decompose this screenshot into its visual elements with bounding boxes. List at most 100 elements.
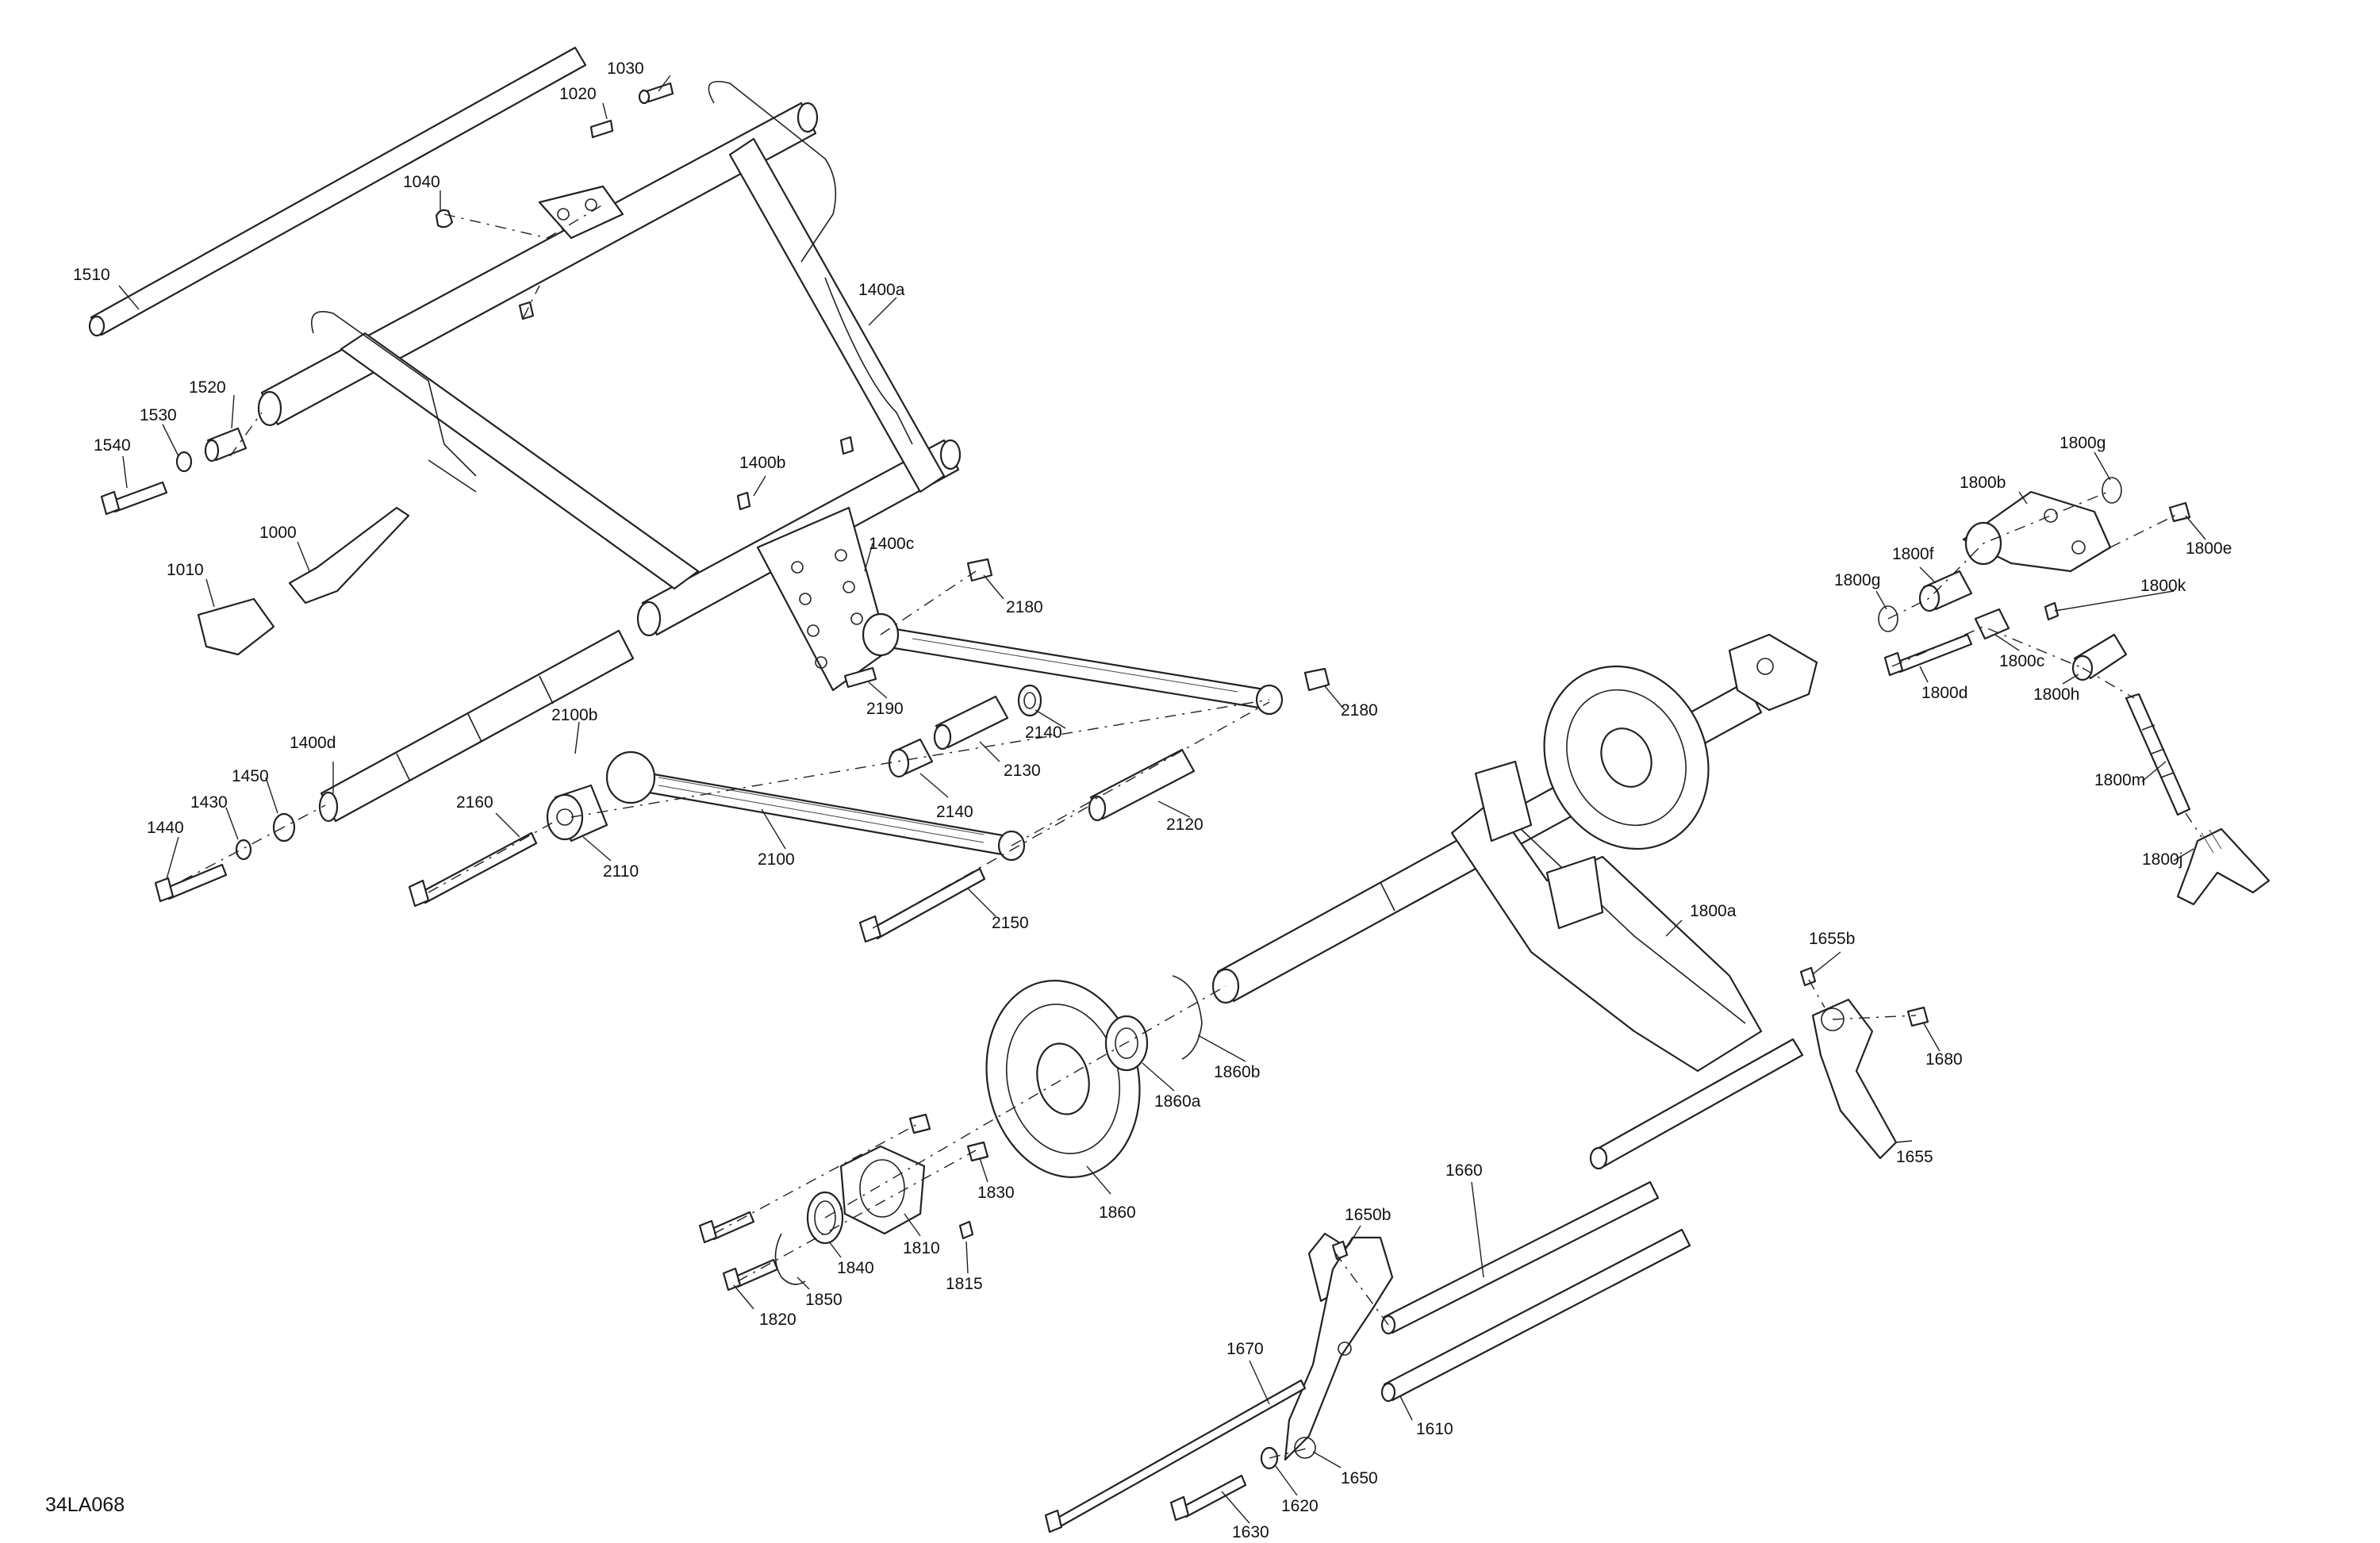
callout-1400b: 1400b xyxy=(739,454,785,472)
callout-2140-a: 2140 xyxy=(1025,724,1062,742)
nut-1830-a xyxy=(908,1113,931,1134)
bushing-2140-a xyxy=(1017,684,1042,717)
lower-pivot-shaft xyxy=(1589,1038,1804,1170)
arm-1655 xyxy=(1811,998,1898,1160)
callout-2180-a: 2180 xyxy=(1006,598,1043,616)
spacer-2130 xyxy=(933,695,1009,750)
callout-2190: 2190 xyxy=(866,700,904,718)
callout-1800c: 1800c xyxy=(1999,652,2044,670)
callout-1000: 1000 xyxy=(259,524,297,542)
knob-1800h xyxy=(2071,633,2128,681)
callout-1010: 1010 xyxy=(167,561,204,579)
shaft-1660 xyxy=(1380,1180,1660,1335)
tube-1400d xyxy=(318,629,635,823)
nut-1830-b xyxy=(966,1141,989,1162)
callout-2130: 2130 xyxy=(1004,762,1041,780)
callout-1430: 1430 xyxy=(190,793,228,812)
callout-1850: 1850 xyxy=(805,1291,843,1309)
callout-1440: 1440 xyxy=(147,819,184,837)
figure-id: 34LA068 xyxy=(45,1494,125,1516)
circlip-1800g-b xyxy=(1878,605,1898,632)
callout-1655: 1655 xyxy=(1896,1148,1933,1166)
clip-1000 xyxy=(288,506,410,605)
callout-1800h: 1800h xyxy=(2033,685,2079,704)
callout-1610: 1610 xyxy=(1416,1420,1453,1438)
callout-1800a: 1800a xyxy=(1690,902,1737,920)
callout-1680: 1680 xyxy=(1925,1050,1963,1069)
callout-1820: 1820 xyxy=(759,1311,797,1329)
callout-2160: 2160 xyxy=(456,793,493,812)
callout-1020: 1020 xyxy=(559,85,597,103)
bolt-1800d xyxy=(1883,633,1973,677)
bushing-2140-b xyxy=(888,738,934,778)
callout-1815: 1815 xyxy=(946,1275,983,1293)
callout-1800d: 1800d xyxy=(1921,684,1967,702)
fitting-1815 xyxy=(958,1220,974,1240)
callout-1650b: 1650b xyxy=(1345,1206,1391,1224)
callout-1800g-a: 1800g xyxy=(2059,434,2106,452)
callout-2100: 2100 xyxy=(758,850,795,869)
callout-1040: 1040 xyxy=(403,173,440,191)
callout-2150: 2150 xyxy=(992,914,1029,932)
bolt-2190 xyxy=(843,666,877,689)
linkage-assembly xyxy=(408,558,1330,943)
callout-1860: 1860 xyxy=(1099,1203,1136,1222)
leader-lines xyxy=(118,75,2206,1524)
callout-1830: 1830 xyxy=(977,1184,1015,1202)
callout-labels: 1030 1020 1040 1510 1400a 1520 1530 1540… xyxy=(73,59,2232,1541)
hub-1810 xyxy=(839,1145,926,1235)
bolt-2150 xyxy=(858,867,986,943)
assembly-centerlines xyxy=(182,204,2202,1459)
upper-cross-tube xyxy=(257,102,819,427)
nut-1680 xyxy=(1906,1006,1929,1027)
callout-1800j: 1800j xyxy=(2142,850,2182,869)
callout-1450: 1450 xyxy=(232,767,269,785)
callout-2110: 2110 xyxy=(603,862,639,881)
axle-end-bracket xyxy=(1728,633,1818,712)
callout-2140-b: 2140 xyxy=(936,803,973,821)
callout-1800f: 1800f xyxy=(1892,545,1934,563)
circlip-1800g-a xyxy=(2102,477,2122,504)
callout-1530: 1530 xyxy=(140,406,177,424)
callout-1400d: 1400d xyxy=(290,734,336,752)
callout-1840: 1840 xyxy=(837,1259,874,1277)
callout-1400c: 1400c xyxy=(869,535,914,553)
callout-1800e: 1800e xyxy=(2186,539,2232,558)
callout-1650: 1650 xyxy=(1341,1469,1378,1487)
bushing-1800f xyxy=(1918,570,1973,612)
bolt-1820-a xyxy=(698,1211,755,1244)
arm-1650 xyxy=(1284,1232,1394,1461)
bracket-1800b xyxy=(1962,490,2112,573)
bolt-1540-set xyxy=(100,427,248,516)
shaft-1610 xyxy=(1380,1228,1691,1403)
rod-1510 xyxy=(88,46,587,337)
block-1010 xyxy=(197,597,275,656)
callout-1510: 1510 xyxy=(73,266,110,284)
rear-axle-assembly xyxy=(1044,633,1929,1533)
bolt-1820-b xyxy=(722,1258,779,1292)
callout-1670: 1670 xyxy=(1226,1340,1264,1358)
circlip-1860b xyxy=(1172,975,1203,1060)
handle-1800j xyxy=(2176,827,2271,906)
callout-1540: 1540 xyxy=(94,436,131,455)
callout-1620: 1620 xyxy=(1281,1497,1319,1515)
front-arm-assembly xyxy=(88,46,962,903)
callout-2120: 2120 xyxy=(1166,816,1203,834)
callout-1630: 1630 xyxy=(1232,1523,1269,1541)
callout-1655b: 1655b xyxy=(1809,930,1855,948)
callout-1810: 1810 xyxy=(903,1239,940,1257)
rod-1670 xyxy=(1044,1379,1307,1533)
callout-1800m: 1800m xyxy=(2094,771,2145,789)
nut-1800e xyxy=(2168,501,2191,523)
callout-1800b: 1800b xyxy=(1960,474,2006,492)
callout-1860a: 1860a xyxy=(1154,1092,1201,1111)
upper-bracket xyxy=(538,185,624,240)
callout-1400a: 1400a xyxy=(858,281,905,299)
bolt-2160 xyxy=(408,831,538,908)
bolt-1655b xyxy=(1799,966,1817,987)
callout-1800k: 1800k xyxy=(2140,577,2186,595)
callout-2100b: 2100b xyxy=(551,706,597,724)
callout-1520: 1520 xyxy=(189,378,226,397)
link-2180 xyxy=(862,612,1284,716)
